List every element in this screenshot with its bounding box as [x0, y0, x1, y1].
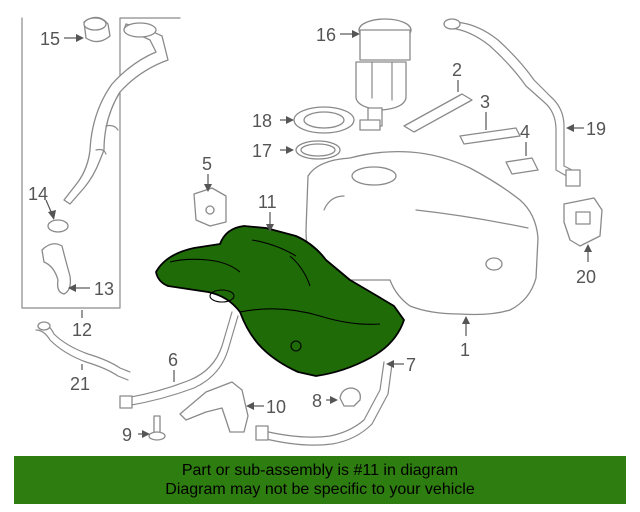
- part-6-strap[interactable]: [119, 311, 239, 409]
- fuel-tank-exploded-diagram: 15 14 13 12 21: [21, 16, 606, 446]
- callout-17[interactable]: 17: [252, 141, 272, 161]
- part-8-nut[interactable]: [339, 387, 361, 407]
- callout-16[interactable]: 16: [316, 25, 336, 45]
- part-17-gasket[interactable]: [295, 140, 341, 160]
- callout-8[interactable]: 8: [312, 391, 322, 411]
- part-1-fuel-tank[interactable]: [305, 150, 539, 316]
- callout-18[interactable]: 18: [252, 111, 272, 131]
- part-5-bracket[interactable]: [193, 187, 227, 227]
- part-13-hose[interactable]: [41, 243, 72, 295]
- part-3-strip[interactable]: [459, 127, 521, 145]
- part-11-tank-shield-highlighted[interactable]: [155, 225, 405, 377]
- filler-neck-group-frame: [21, 17, 181, 309]
- banner-line-disclaimer: Diagram may not be specific to your vehi…: [165, 481, 475, 498]
- callout-1[interactable]: 1: [460, 340, 470, 360]
- callout-7[interactable]: 7: [406, 355, 416, 375]
- callout-4[interactable]: 4: [520, 122, 530, 142]
- callout-14[interactable]: 14: [28, 184, 48, 204]
- callout-20[interactable]: 20: [576, 267, 596, 287]
- info-banner: Part or sub-assembly is #11 in diagram D…: [14, 456, 626, 504]
- part-2-strip[interactable]: [403, 93, 473, 133]
- part-14-clamp[interactable]: [47, 219, 69, 233]
- part-16-fuel-pump-module[interactable]: [355, 18, 412, 131]
- callout-2[interactable]: 2: [452, 60, 462, 80]
- callout-6[interactable]: 6: [168, 350, 178, 370]
- callout-15[interactable]: 15: [40, 29, 60, 49]
- part-7-strap[interactable]: [255, 361, 393, 446]
- callout-11[interactable]: 11: [258, 192, 277, 212]
- callout-5[interactable]: 5: [202, 154, 212, 174]
- part-18-lock-ring[interactable]: [293, 106, 355, 134]
- callout-19[interactable]: 19: [586, 119, 606, 139]
- filler-neck-pipe: [63, 22, 169, 205]
- part-9-bolt[interactable]: [148, 415, 166, 441]
- part-20-bracket[interactable]: [563, 197, 603, 247]
- part-10-mount-bracket[interactable]: [179, 381, 249, 433]
- callout-12[interactable]: 12: [72, 320, 92, 340]
- part-15-fuel-cap[interactable]: [83, 16, 111, 43]
- callout-3[interactable]: 3: [480, 92, 490, 112]
- part-21-vent-pipe[interactable]: [35, 321, 131, 381]
- banner-line-part: Part or sub-assembly is #11 in diagram: [181, 462, 459, 479]
- part-4-pad[interactable]: [505, 157, 539, 175]
- callout-13[interactable]: 13: [94, 279, 114, 299]
- callout-10[interactable]: 10: [266, 397, 286, 417]
- callout-9[interactable]: 9: [122, 425, 132, 445]
- part-19-vapor-line[interactable]: [443, 18, 581, 187]
- callout-21[interactable]: 21: [70, 374, 90, 394]
